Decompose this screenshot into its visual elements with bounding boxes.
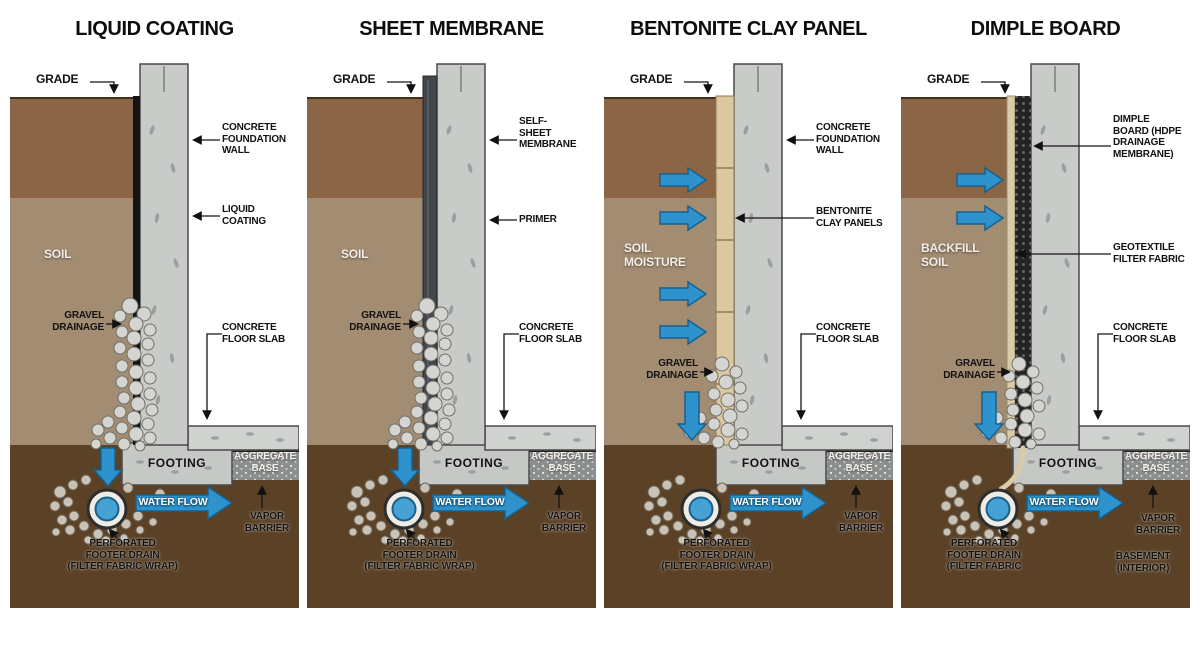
- diagram-artwork: [901, 58, 1190, 608]
- diagram-artwork: [10, 58, 299, 608]
- liquid-coating-label: LIQUID COATING: [222, 204, 266, 227]
- soil-label: SOIL: [341, 247, 369, 261]
- diagram-artwork: [307, 58, 596, 608]
- aggregate-base-label: AGGREGATE BASE: [828, 451, 890, 474]
- footing-label: FOOTING: [1038, 456, 1098, 470]
- perforated-drain-pipe: [383, 488, 425, 530]
- panel-title: DIMPLE BOARD: [970, 17, 1121, 40]
- footing-label: FOOTING: [147, 456, 207, 470]
- diagram-liquid-coating: GRADE CONCRETE FOUNDATION WALL LIQUID CO…: [10, 58, 299, 608]
- diagram-bentonite-clay: GRADE CONCRETE FOUNDATION WALL BENTONITE…: [604, 58, 893, 608]
- perforated-drain-pipe: [977, 488, 1019, 530]
- panel-title: LIQUID COATING: [75, 17, 234, 40]
- floor-slab-label: CONCRETE FLOOR SLAB: [816, 322, 879, 345]
- footer-drain-label: PERFORATED FOOTER DRAIN (FILTER FABRIC W…: [67, 538, 178, 572]
- grade-label: GRADE: [36, 72, 79, 86]
- water-flow-label: WATER FLOW: [1029, 496, 1099, 508]
- backfill-soil-label: BACKFILL SOIL: [921, 241, 980, 269]
- gravel-drainage-label: GRAVEL DRAINAGE: [52, 310, 104, 333]
- aggregate-base-label: AGGREGATE BASE: [234, 451, 296, 474]
- grade-label: GRADE: [630, 72, 673, 86]
- foundation-wall-label: CONCRETE FOUNDATION WALL: [222, 122, 286, 156]
- panel-title: SHEET MEMBRANE: [359, 17, 544, 40]
- grade-label: GRADE: [333, 72, 376, 86]
- floor-slab-label: CONCRETE FLOOR SLAB: [519, 322, 582, 345]
- vapor-barrier-label: VAPOR BARRIER: [838, 511, 884, 534]
- soil-label: SOIL: [44, 247, 72, 261]
- water-flow-label: WATER FLOW: [732, 496, 802, 508]
- floor-slab-label: CONCRETE FLOOR SLAB: [222, 322, 285, 345]
- panel-sheet-membrane: SHEET MEMBRANE: [307, 0, 596, 654]
- footer-drain-label: PERFORATED FOOTER DRAIN (FILTER FABRIC: [946, 538, 1022, 572]
- footing-label: FOOTING: [444, 456, 504, 470]
- panel-dimple-board: DIMPLE BOARD: [901, 0, 1190, 654]
- geotextile-label: GEOTEXTILE FILTER FABRIC: [1113, 242, 1185, 265]
- vapor-barrier-label: VAPOR BARRIER: [541, 511, 587, 534]
- water-flow-label: WATER FLOW: [435, 496, 505, 508]
- drain-connection-curl: [998, 445, 1026, 492]
- soil-moisture-label: SOIL MOISTURE: [624, 241, 686, 269]
- bentonite-panels-label: BENTONITE CLAY PANELS: [816, 206, 883, 229]
- footer-drain-label: PERFORATED FOOTER DRAIN (FILTER FABRIC W…: [364, 538, 475, 572]
- diagram-artwork: [604, 58, 893, 608]
- panel-title: BENTONITE CLAY PANEL: [630, 17, 867, 40]
- aggregate-base-label: AGGREGATE BASE: [1125, 451, 1187, 474]
- foundation-wall-label: CONCRETE FOUNDATION WALL: [816, 122, 880, 156]
- dimple-board-label: DIMPLE BOARD (HDPE DRAINAGE MEMBRANE): [1113, 114, 1182, 160]
- leader-lines: [90, 81, 267, 543]
- primer-label: PRIMER: [519, 214, 557, 225]
- panel-bentonite-clay: BENTONITE CLAY PANEL: [604, 0, 893, 654]
- footing-label: FOOTING: [741, 456, 801, 470]
- grade-label: GRADE: [927, 72, 970, 86]
- gravel-drainage-label: GRAVEL DRAINAGE: [943, 358, 995, 381]
- perforated-drain-pipe: [680, 488, 722, 530]
- aggregate-base-label: AGGREGATE BASE: [531, 451, 593, 474]
- leader-lines: [981, 81, 1158, 543]
- liquid-coating-layer: [133, 96, 140, 445]
- diagram-dimple-board: GRADE DIMPLE BOARD (HDPE DRAINAGE MEMBRA…: [901, 58, 1190, 608]
- footer-drain-label: PERFORATED FOOTER DRAIN (FILTER FABRIC W…: [661, 538, 772, 572]
- gravel-drainage-label: GRAVEL DRAINAGE: [646, 358, 698, 381]
- sheet-membrane-label: SELF- SHEET MEMBRANE: [519, 116, 577, 150]
- vapor-barrier-label: VAPOR BARRIER: [244, 511, 290, 534]
- leader-lines: [684, 81, 861, 543]
- leader-lines: [387, 81, 564, 543]
- floor-slab-label: CONCRETE FLOOR SLAB: [1113, 322, 1176, 345]
- basement-interior-label: BASEMENT (INTERIOR): [1115, 551, 1171, 574]
- panel-liquid-coating: LIQUID COATING: [10, 0, 299, 654]
- gravel-drainage-label: GRAVEL DRAINAGE: [349, 310, 401, 333]
- vapor-barrier-label: VAPOR BARRIER: [1135, 513, 1181, 536]
- water-flow-label: WATER FLOW: [138, 496, 208, 508]
- perforated-drain-pipe: [86, 488, 128, 530]
- diagram-sheet-membrane: GRADE SELF- SHEET MEMBRANE PRIMER SOIL G…: [307, 58, 596, 608]
